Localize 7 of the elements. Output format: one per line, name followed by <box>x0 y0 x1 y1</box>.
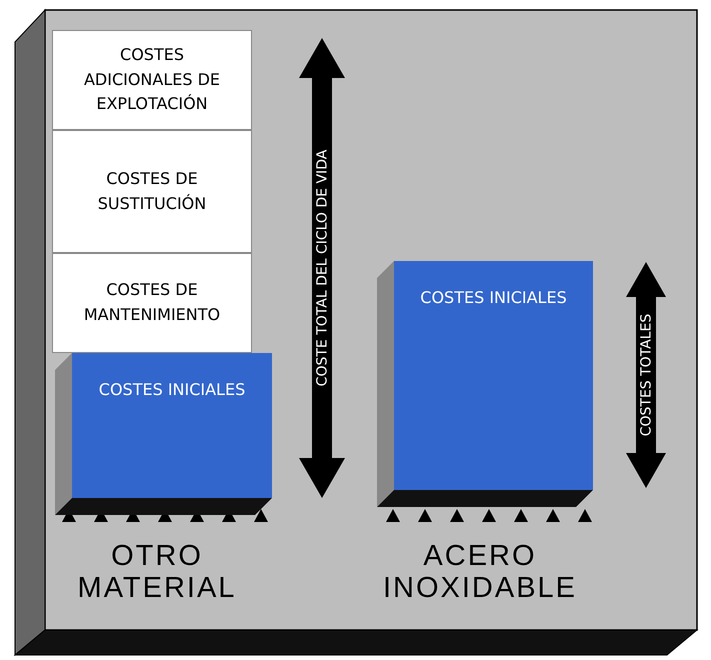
dimension-label: COSTE TOTAL DEL CICLO DE VIDA <box>314 150 330 386</box>
cost-block: COSTES DE MANTENIMIENTO <box>52 253 252 353</box>
cost-block: COSTES ADICIONALES DE EXPLOTACIÓN <box>52 30 252 130</box>
category-label: OTRO MATERIAL <box>76 540 238 605</box>
cost-block: COSTES DE SUSTITUCIÓN <box>52 130 252 253</box>
dimension-label: COSTES TOTALES <box>638 314 654 436</box>
category-label: ACERO INOXIDABLE <box>382 540 578 605</box>
